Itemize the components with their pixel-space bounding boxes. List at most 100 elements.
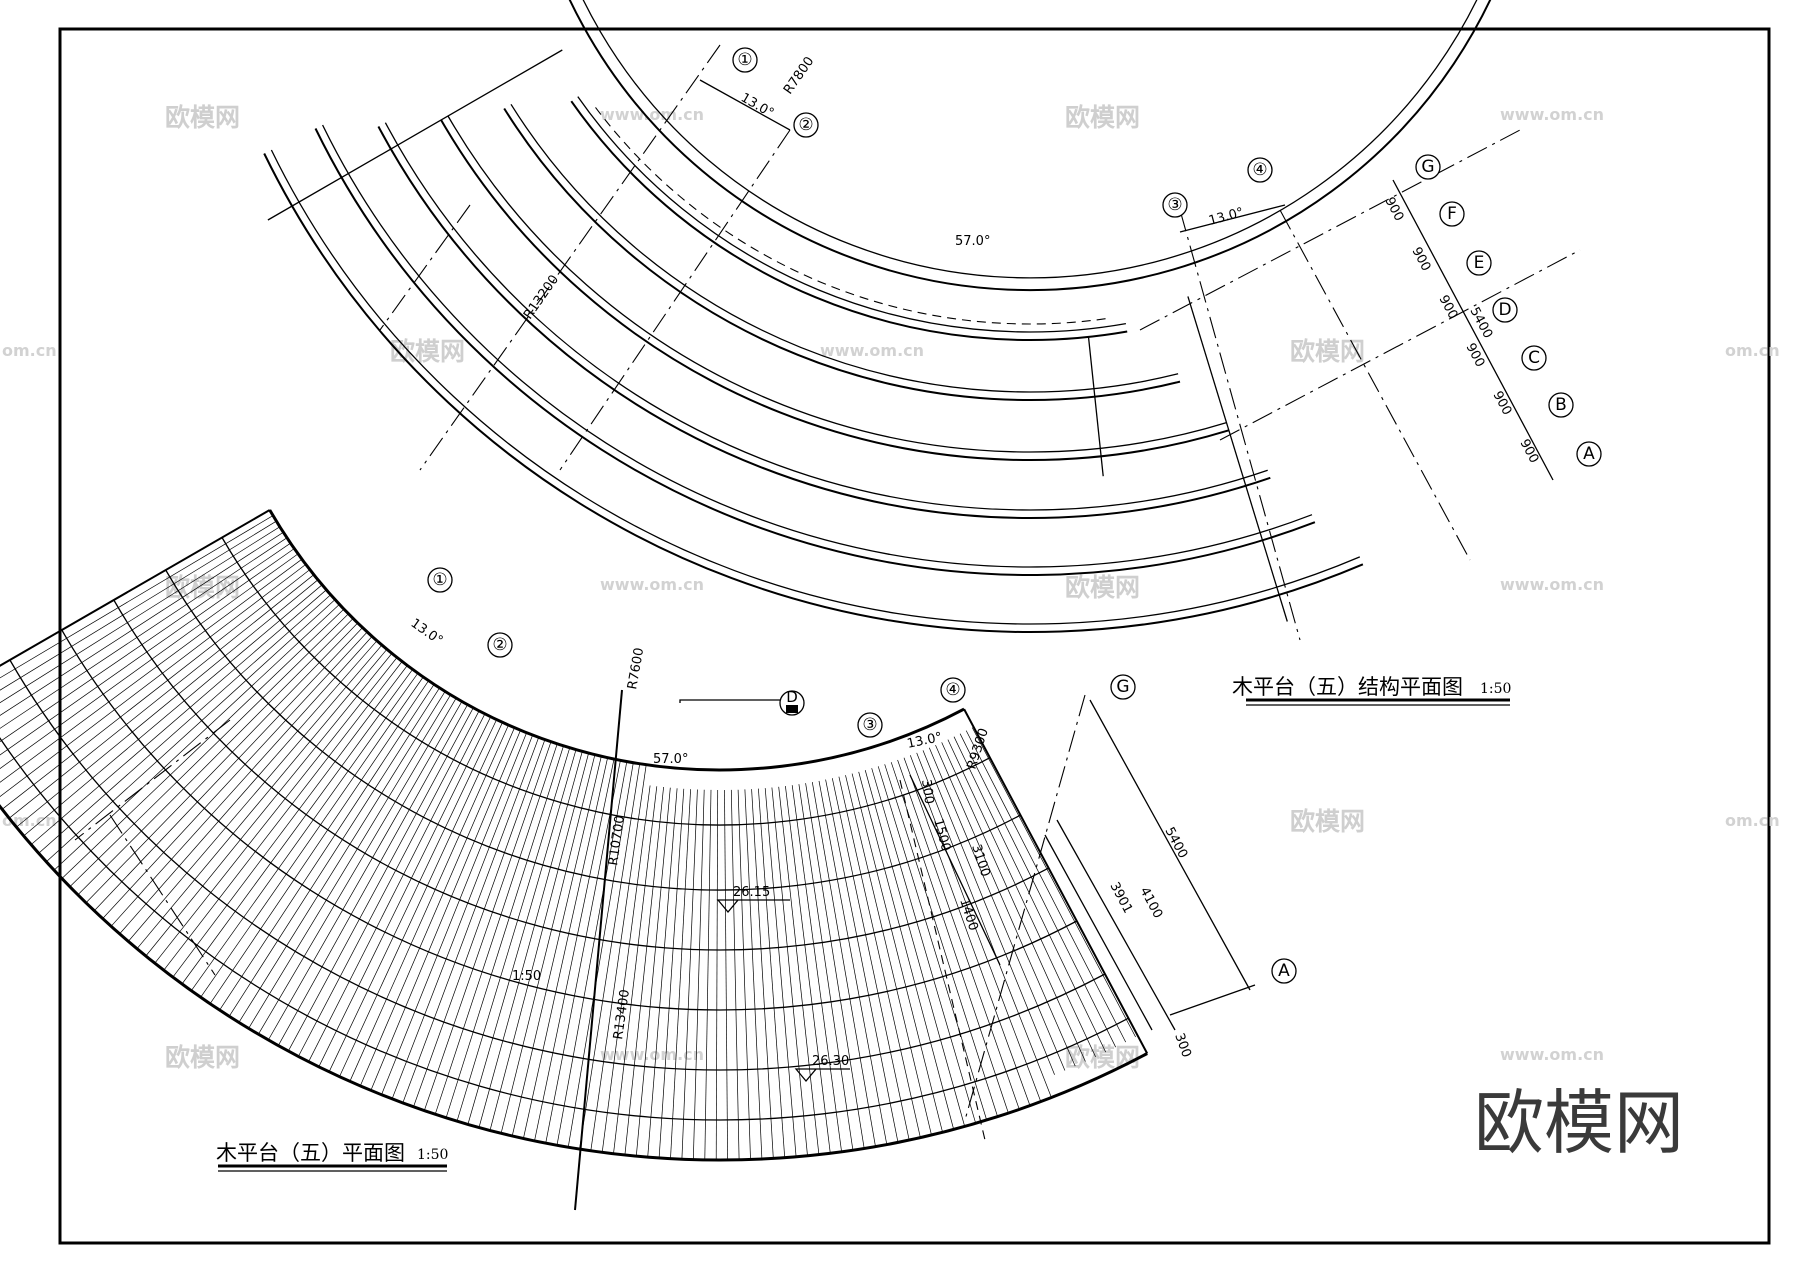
grid-bubble-G <box>1110 674 1136 700</box>
decking-slat <box>8 574 315 819</box>
decking-slat <box>349 724 509 1082</box>
decking-slat <box>959 733 1117 1048</box>
decking-slat <box>200 676 424 998</box>
elevation-label: 26.15 <box>733 885 770 900</box>
decking-slat <box>851 773 943 1133</box>
watermark-layer: 欧模网 www.om.cn 欧模网 www.om.cn om.cn 欧模网 ww… <box>2 103 1780 1072</box>
brand-watermark: 欧模网 <box>1474 1082 1684 1164</box>
decking-slat <box>953 736 1107 1053</box>
decking-slat <box>318 716 492 1067</box>
decking-slat <box>154 657 398 964</box>
decking-slat <box>947 739 1096 1058</box>
radius-label: R7600 <box>625 647 647 691</box>
drawing-title: 木平台（五）平面图 <box>216 1141 405 1165</box>
axis-extension <box>109 814 216 976</box>
decking-slat <box>903 757 1031 1106</box>
floor-plan-title: 木平台（五）平面图 1:50 <box>216 1141 448 1172</box>
grid-bubble-2 <box>487 632 513 658</box>
decking-slat <box>145 653 393 957</box>
decking-slat <box>831 778 910 1141</box>
grid-bubble-4 <box>1247 157 1273 183</box>
decking-slats <box>0 509 1136 1161</box>
grid-bubble-label: E <box>1474 253 1485 273</box>
decking-slat <box>110 636 373 927</box>
grid-bubble-1 <box>427 567 453 593</box>
beam-arc <box>377 126 1271 520</box>
drawing-scale: 1:50 <box>1480 681 1511 697</box>
decking-slat <box>0 542 291 742</box>
decking-slat <box>423 741 552 1111</box>
decking-slat <box>0 537 288 729</box>
watermark-text: 欧模网 <box>1290 807 1365 836</box>
decking-slat <box>704 789 712 1160</box>
dimension-line-4100 <box>1056 819 1176 1031</box>
decking-slat <box>0 564 307 797</box>
axis-line-4 <box>1279 209 1471 561</box>
elevation-marker-icon <box>716 899 790 914</box>
watermark-url: www.om.cn <box>600 105 704 124</box>
decking-slat <box>635 787 671 1157</box>
decking-slat <box>0 515 274 679</box>
decking-slat <box>85 622 358 904</box>
decking-slat <box>77 618 354 896</box>
detail-callout-marker-icon <box>786 705 798 713</box>
decking-slat <box>877 766 988 1121</box>
grid-bubble-2 <box>793 112 819 138</box>
decking-slat <box>0 558 303 783</box>
axis-line-3 <box>1179 209 1301 641</box>
decking-slat <box>53 604 340 871</box>
decking-slat <box>172 665 408 978</box>
decking-slat <box>737 789 751 1160</box>
decking-slat <box>681 789 698 1160</box>
deck-ring-arc <box>113 599 1049 951</box>
grid-bubble-label: B <box>1555 395 1567 415</box>
decking-slat <box>381 732 527 1095</box>
angle-label: 57.0° <box>955 234 990 249</box>
beam-arc <box>447 115 1227 453</box>
decking-slat <box>545 760 621 1144</box>
decking-slat <box>730 789 740 1160</box>
decking-slat <box>890 762 1009 1114</box>
decking-slat <box>69 613 349 887</box>
grid-bubble-label: ② <box>798 115 813 135</box>
deck-ring-arc <box>268 509 965 772</box>
slope-label: 1:50 <box>512 969 541 984</box>
decking-slat <box>445 745 564 1118</box>
decking-slat <box>590 764 647 1151</box>
watermark-url: www.om.cn <box>1500 575 1604 594</box>
angle-label: 13.0° <box>1207 205 1245 229</box>
decking-slat <box>489 753 589 1131</box>
dimension-line-3901 <box>1044 834 1153 1031</box>
grid-bubble-label: ② <box>492 635 507 655</box>
watermark-text: 欧模网 <box>165 1043 240 1072</box>
beam-arc <box>577 96 1127 333</box>
watermark-url: www.om.cn <box>1500 105 1604 124</box>
floor-plan-outlines <box>0 509 1149 1162</box>
decking-slat <box>724 789 728 1161</box>
decking-slat <box>715 789 719 1161</box>
decking-slat <box>579 763 641 1150</box>
decking-slat <box>692 789 705 1160</box>
angle-label: 57.0° <box>653 752 688 767</box>
elevation-label: 26.30 <box>812 1054 849 1069</box>
decking-slat <box>102 631 368 919</box>
deck-ring-arc <box>221 537 991 826</box>
grid-axis-F <box>1139 129 1521 331</box>
decking-slat <box>1 569 311 810</box>
decking-slat <box>825 779 899 1143</box>
decking-slat <box>61 608 345 879</box>
decking-slat <box>941 742 1086 1062</box>
grid-bubble-label: ④ <box>945 680 960 700</box>
decking-slat <box>647 788 678 1158</box>
dimension-label: 3901 <box>1106 880 1135 916</box>
radius-label: R10700 <box>606 815 628 867</box>
decking-slat <box>16 579 319 828</box>
radius-label: R13200 <box>521 272 562 322</box>
dimension-label: 300 <box>1171 1031 1194 1059</box>
dimension-line-5400 <box>1089 699 1251 991</box>
grid-bubble-B <box>1548 392 1574 418</box>
grid-bubble-A <box>1271 958 1297 984</box>
beam-hidden-arc <box>595 107 1106 325</box>
grid-bubble-label: C <box>1528 348 1540 368</box>
decking-slat <box>858 771 955 1130</box>
